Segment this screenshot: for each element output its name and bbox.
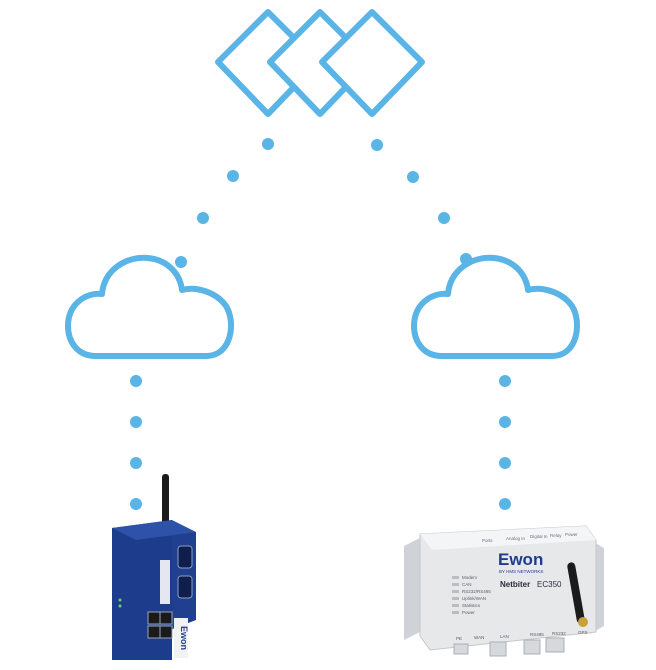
dot	[499, 375, 511, 387]
connection-dots-left-device	[130, 375, 142, 510]
top-labels: Ports Analog In Digital In Relay Power	[482, 532, 578, 543]
svg-text:PE: PE	[456, 636, 462, 641]
svg-text:Statistics: Statistics	[462, 603, 481, 608]
device-body	[112, 520, 172, 660]
dot	[407, 171, 419, 183]
serial-port	[177, 575, 193, 599]
dot	[499, 416, 511, 428]
dot	[371, 139, 383, 151]
ethernet-ports	[147, 611, 173, 639]
svg-text:Ports: Ports	[482, 538, 493, 543]
device-brand-label: Ewon	[179, 626, 189, 650]
dot	[130, 375, 142, 387]
svg-text:RS232/RS485: RS232/RS485	[462, 589, 491, 594]
device-model: EC350	[537, 580, 562, 589]
serial-port	[177, 545, 193, 569]
connection-dots-right-device	[499, 375, 511, 510]
dot	[130, 498, 142, 510]
connection-dots-top-left	[175, 138, 274, 268]
svg-text:Uplink/WAN: Uplink/WAN	[462, 596, 486, 601]
dot	[197, 212, 209, 224]
front-label	[160, 560, 170, 604]
ewon-flexy-device: Ewon	[112, 474, 196, 660]
connection-dots-top-right	[371, 139, 472, 265]
right-cloud-icon	[411, 254, 581, 359]
svg-text:Digital In: Digital In	[530, 534, 548, 539]
svg-text:Power: Power	[462, 610, 475, 615]
netbiter-ec350-device: Ports Analog In Digital In Relay Power E…	[404, 525, 604, 657]
svg-text:Relay: Relay	[550, 533, 562, 538]
device-brand-tagline: BY HMS NETWORKS	[499, 569, 543, 574]
dot	[175, 256, 187, 268]
svg-text:CAN: CAN	[462, 582, 472, 587]
bottom-connectors	[453, 637, 565, 657]
svg-text:Analog In: Analog In	[506, 536, 526, 541]
dot	[499, 457, 511, 469]
svg-text:Power: Power	[565, 532, 578, 537]
dot	[130, 416, 142, 428]
dot	[262, 138, 274, 150]
device-brand-label: Ewon	[498, 550, 543, 569]
dot	[227, 170, 239, 182]
svg-text:RS485: RS485	[530, 632, 544, 637]
port-labels: PE WAN LAN RS485 RS232 GPS	[456, 630, 588, 641]
svg-text:RS232: RS232	[552, 631, 566, 636]
antenna	[567, 562, 585, 624]
svg-text:WAN: WAN	[474, 635, 484, 640]
status-leds	[452, 576, 459, 614]
left-cloud-icon	[65, 254, 235, 359]
mounting-flange	[404, 536, 424, 640]
device-model-prefix: Netbiter	[500, 580, 530, 589]
svg-text:Modem: Modem	[462, 575, 477, 580]
dot	[438, 212, 450, 224]
led-labels: Modem CAN RS232/RS485 Uplink/WAN Statist…	[462, 575, 491, 615]
svg-text:GPS: GPS	[578, 630, 588, 635]
dot	[499, 498, 511, 510]
svg-text:LAN: LAN	[500, 634, 509, 639]
dot	[130, 457, 142, 469]
talk2m-federation-icon	[215, 9, 425, 117]
